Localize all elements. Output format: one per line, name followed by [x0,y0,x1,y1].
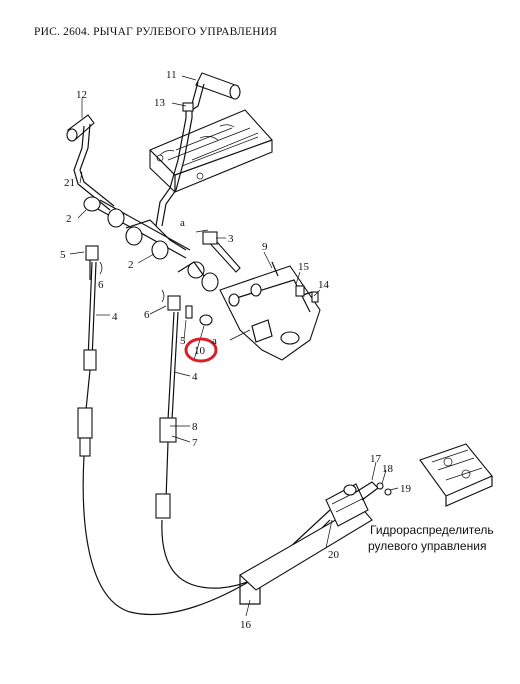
valve-mount [239,481,392,605]
callout-14: 14 [318,279,330,291]
callout-4b: 4 [192,371,198,383]
left-cable [77,261,331,616]
callout-15: 15 [298,261,310,273]
highlight-ring [184,337,218,363]
left-lever [66,114,115,211]
callout-18: 18 [382,463,394,475]
bracket-assembly [219,261,321,361]
callout-7: 7 [192,437,198,449]
pin-part-3 [202,231,241,273]
leader-lines [69,75,399,617]
callout-5a: 5 [60,249,66,261]
callout-16: 16 [240,619,252,631]
cover-plate [149,109,273,193]
caption-line-1: Гидрораспределитель [370,523,494,537]
figure-title: РИС. 2604. РЫЧАГ РУЛЕВОГО УПРАВЛЕНИЯ [34,26,278,38]
callout-6b: 6 [144,309,150,321]
callout-4a: 4 [112,311,118,323]
callout-9: 9 [262,241,268,253]
callout-21: 21 [64,177,75,189]
callout-a2: a [212,335,217,347]
callout-labels: 11 13 12 21 2 2 a 3 9 15 14 5 6 4 6 5 a … [60,69,412,631]
callout-10: 10 [194,345,206,357]
callout-8: 8 [192,421,198,433]
steering-valve [419,443,493,507]
callout-3: 3 [228,233,234,245]
callout-5b: 5 [180,335,186,347]
callout-12: 12 [76,89,87,101]
left-small-parts [85,245,213,326]
pivot-shaft-assembly [83,196,219,292]
callout-6a: 6 [98,279,104,291]
callout-13: 13 [154,97,166,109]
callout-19: 19 [400,483,412,495]
callout-2a: 2 [66,213,72,225]
callout-11: 11 [166,69,177,81]
caption-line-2: рулевого управления [368,539,486,553]
valve-caption: Гидрораспределитель рулевого управления [368,523,494,553]
callout-17: 17 [370,453,382,465]
callout-20: 20 [328,549,340,561]
callout-a1: a [180,217,185,229]
callout-2b: 2 [128,259,134,271]
right-lever-handle [155,72,241,227]
